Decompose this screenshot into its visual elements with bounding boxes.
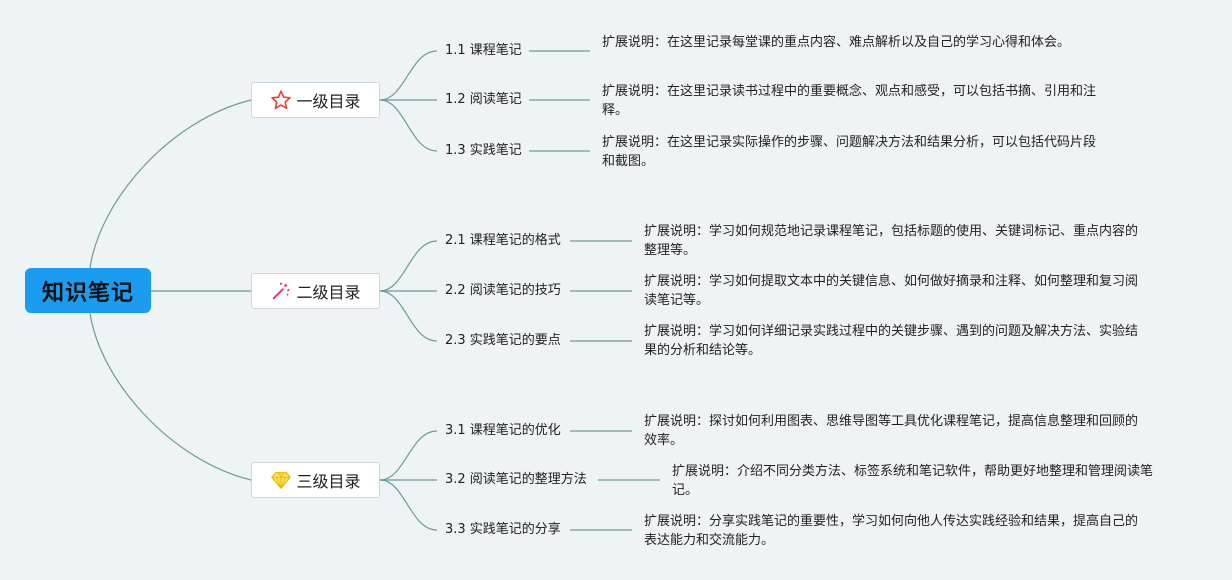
child-node-2-1[interactable]: 2.1 课程笔记的格式 — [445, 233, 561, 248]
child-node-3-2[interactable]: 3.2 阅读笔记的整理方法 — [445, 472, 587, 487]
branch-2-label: 二级目录 — [296, 283, 361, 302]
detail-note-2-2[interactable]: 扩展说明：学习如何提取文本中的关键信息、如何做好摘录和注释、如何整理和复习阅读笔… — [644, 274, 1139, 308]
child-node-3-3[interactable]: 3.3 实践笔记的分享 — [445, 522, 561, 537]
detail-note-1-1[interactable]: 扩展说明：在这里记录每堂课的重点内容、难点解析以及自己的学习心得和体会。 — [602, 35, 1071, 50]
branch-3-label: 三级目录 — [296, 472, 361, 491]
link-branch-3-child-3 — [379, 479, 438, 531]
child-node-1-3[interactable]: 1.3 实践笔记 — [445, 143, 522, 158]
link-branch-3-child-1 — [379, 430, 438, 481]
child-node-1-2[interactable]: 1.2 阅读笔记 — [445, 92, 522, 107]
detail-note-3-2[interactable]: 扩展说明：介绍不同分类方法、标签系统和笔记软件，帮助更好地整理和管理阅读笔记。 — [672, 464, 1154, 498]
diamond-icon — [270, 469, 292, 491]
child-node-2-2[interactable]: 2.2 阅读笔记的技巧 — [445, 283, 561, 298]
branch-node-3[interactable]: 三级目录 — [251, 462, 380, 498]
branch-node-2[interactable]: 二级目录 — [251, 273, 380, 309]
detail-note-3-3[interactable]: 扩展说明：分享实践笔记的重要性，学习如何向他人传达实践经验和结果，提高自己的表达… — [644, 514, 1139, 548]
branch-1-label: 一级目录 — [296, 92, 361, 111]
star-outline-icon — [270, 89, 292, 111]
link-branch-2-child-1 — [379, 240, 438, 292]
root-node[interactable]: 知识笔记 — [25, 268, 151, 313]
detail-note-1-3[interactable]: 扩展说明：在这里记录实际操作的步骤、问题解决方法和结果分析，可以包括代码片段和截… — [602, 135, 1097, 169]
link-branch-2-child-3 — [379, 290, 438, 342]
root-label: 知识笔记 — [41, 280, 134, 306]
child-node-3-1[interactable]: 3.1 课程笔记的优化 — [445, 423, 561, 438]
link-root-branch-1 — [89, 99, 252, 269]
child-node-2-3[interactable]: 2.3 实践笔记的要点 — [445, 333, 561, 348]
branch-node-1[interactable]: 一级目录 — [251, 82, 380, 118]
child-node-1-1[interactable]: 1.1 课程笔记 — [445, 43, 522, 58]
link-root-branch-3 — [89, 312, 252, 481]
detail-note-2-3[interactable]: 扩展说明：学习如何详细记录实践过程中的关键步骤、遇到的问题及解决方法、实验结果的… — [644, 324, 1139, 358]
sparkle-wand-icon — [270, 280, 292, 302]
detail-note-2-1[interactable]: 扩展说明：学习如何规范地记录课程笔记，包括标题的使用、关键词标记、重点内容的整理… — [644, 224, 1139, 258]
detail-note-3-1[interactable]: 扩展说明：探讨如何利用图表、思维导图等工具优化课程笔记，提高信息整理和回顾的效率… — [644, 414, 1139, 448]
link-branch-1-child-1 — [379, 50, 438, 101]
detail-note-1-2[interactable]: 扩展说明：在这里记录读书过程中的重要概念、观点和感受，可以包括书摘、引用和注释。 — [602, 84, 1097, 118]
link-branch-1-child-3 — [379, 99, 438, 152]
